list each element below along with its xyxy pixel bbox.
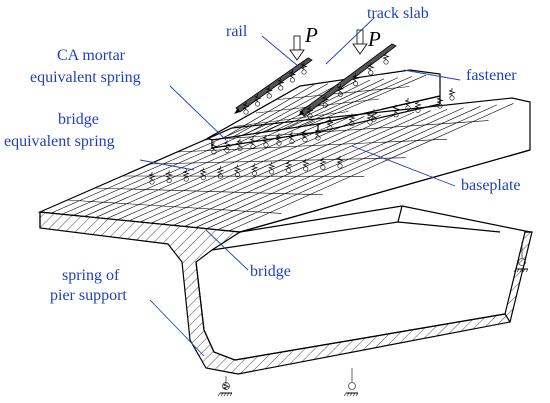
leader-lines [139, 17, 461, 357]
label-fastener: fastener [466, 67, 517, 84]
label-pier-spring-line1: spring of [62, 267, 120, 284]
label-bridge: bridge [250, 263, 291, 280]
bridge-girder [39, 205, 533, 375]
rail-left [235, 57, 313, 113]
load-arrow-left [289, 35, 305, 61]
label-pier-spring-line2: pier support [50, 287, 127, 304]
load-arrow-right [352, 29, 368, 55]
load-label-left: P [304, 23, 318, 47]
label-ca-mortar-line1: CA mortar [57, 47, 126, 64]
pier-supports [217, 242, 529, 397]
label-baseplate: baseplate [461, 177, 521, 194]
fastener-markers [234, 108, 304, 116]
label-bridge-spring-line2: equivalent spring [4, 133, 115, 150]
load-arrows: P P [289, 23, 381, 61]
load-label-right: P [367, 27, 381, 51]
rails [235, 43, 397, 117]
label-track-slab: track slab [367, 5, 429, 22]
label-ca-mortar-line2: equivalent spring [30, 69, 141, 86]
equivalent-springs [149, 51, 455, 185]
label-bridge-spring-line1: bridge [58, 111, 99, 128]
label-rail: rail [226, 23, 248, 40]
labels: rail track slab fastener CA mortar equiv… [4, 5, 521, 304]
